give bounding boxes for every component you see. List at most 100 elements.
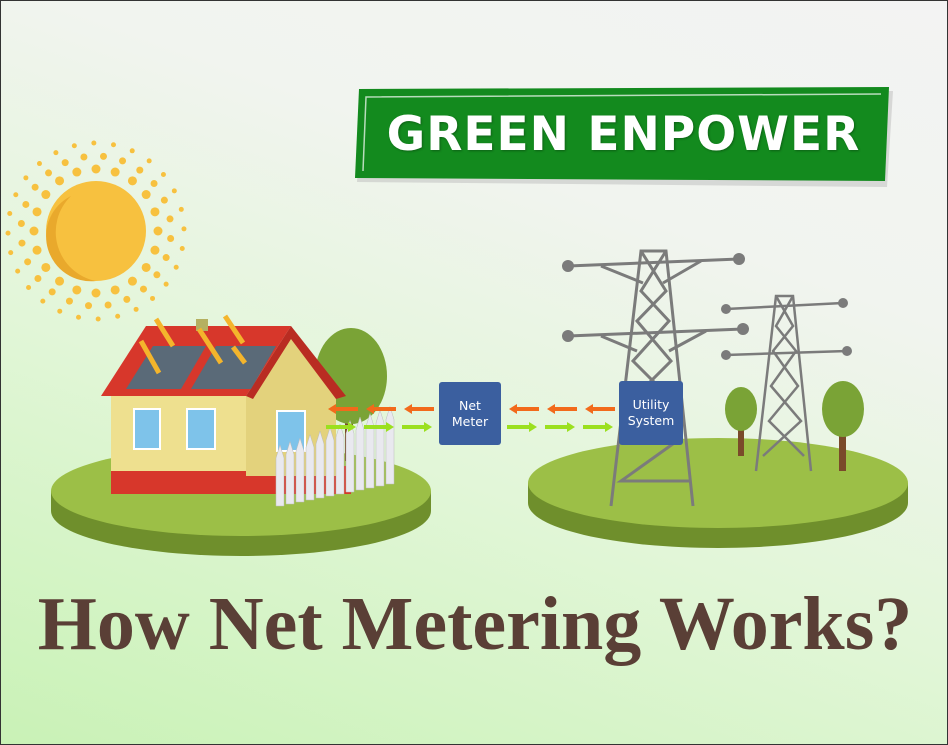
sun-ray: [31, 183, 39, 191]
sun-ray: [36, 161, 42, 167]
sun-ray: [160, 196, 168, 204]
sun-ray: [150, 180, 158, 188]
sun-ray: [166, 215, 174, 223]
sun-ray: [181, 226, 187, 232]
fence-picket: [295, 437, 305, 503]
sun-icon: [5, 140, 187, 322]
sun-ray: [141, 262, 151, 272]
sun-ray: [139, 285, 147, 293]
logo-banner: [355, 87, 893, 187]
sun-ray: [110, 167, 120, 177]
sun-ray: [153, 226, 163, 236]
sun-ray: [55, 176, 65, 186]
sun-ray: [173, 264, 179, 270]
import-arrow: [583, 422, 613, 432]
sun-ray: [32, 207, 42, 217]
import-arrow: [326, 422, 356, 432]
sun-ray: [13, 192, 19, 198]
export-arrow: [328, 404, 358, 414]
sun-ray: [136, 166, 144, 174]
sun-ray: [72, 167, 82, 177]
sun-ray: [115, 313, 121, 319]
sun-ray: [91, 164, 101, 174]
export-arrow: [509, 404, 539, 414]
power-tower-icon: [725, 294, 848, 472]
fence-picket: [375, 409, 385, 487]
sun-ray: [163, 281, 169, 287]
logo-text: GREEN ENPOWER: [386, 107, 861, 162]
import-arrow: [364, 422, 394, 432]
right-platform: [528, 438, 908, 548]
sun-ray: [171, 188, 177, 194]
fence-picket: [335, 423, 345, 495]
sun-ray: [65, 297, 73, 305]
sun-ray: [179, 245, 185, 251]
sun-ray: [91, 140, 97, 146]
sun-ray: [17, 220, 25, 228]
sun-ray: [129, 148, 135, 154]
export-arrow: [404, 404, 434, 414]
sun-ray: [48, 288, 56, 296]
fence-picket: [325, 426, 335, 497]
fence-picket: [385, 405, 395, 485]
sun-ray: [91, 288, 101, 298]
sun-ray: [7, 211, 13, 217]
import-arrow: [545, 422, 575, 432]
sun-ray: [104, 301, 112, 309]
sun-ray: [15, 268, 21, 274]
sun-ray: [150, 207, 160, 217]
sun-ray: [99, 152, 107, 160]
sun-ray: [76, 314, 82, 320]
sun-ray: [5, 230, 11, 236]
sun-ray: [71, 143, 77, 149]
sun-ray: [45, 169, 53, 177]
export-arrow: [585, 404, 615, 414]
net-meter-label-line1: Net: [459, 397, 481, 413]
sun-ray: [61, 159, 69, 167]
sun-ray: [24, 258, 32, 266]
sun-ray: [23, 175, 29, 181]
sun-ray: [110, 285, 120, 295]
utility-label-line1: Utility: [632, 397, 670, 412]
sun-ray: [146, 158, 152, 164]
utility-label-line2: System: [627, 413, 675, 428]
fence-picket: [315, 430, 325, 499]
sun-ray: [119, 157, 127, 165]
energy-flow-arrows: [326, 404, 615, 432]
sun-ray: [127, 176, 137, 186]
export-arrow: [366, 404, 396, 414]
sun-ray: [178, 206, 184, 212]
sun-ray: [32, 245, 42, 255]
fence-picket: [305, 433, 315, 501]
sun-ray: [160, 171, 166, 177]
fence-picket: [275, 444, 285, 507]
sun-ray: [55, 276, 65, 286]
utility-system-box: Utility System: [619, 381, 683, 445]
sun-ray: [8, 250, 14, 256]
import-arrow: [402, 422, 432, 432]
sun-ray: [150, 245, 160, 255]
sun-ray: [41, 190, 51, 200]
sun-ray: [22, 200, 30, 208]
fence-picket: [365, 412, 375, 489]
sun-ray: [40, 298, 46, 304]
net-meter-box: Net Meter: [439, 382, 501, 445]
sun-ray: [162, 254, 170, 262]
sun-ray: [127, 276, 137, 286]
fence-picket: [355, 416, 365, 491]
sun-ray: [80, 153, 88, 161]
sun-ray: [72, 285, 82, 295]
sun-ray: [153, 271, 161, 279]
fence-picket: [345, 419, 355, 493]
sun-ray: [85, 302, 93, 310]
sun-ray: [29, 226, 39, 236]
sun-ray: [167, 234, 175, 242]
sun-ray: [95, 316, 101, 322]
sun-ray: [110, 142, 116, 148]
sun-ray: [26, 285, 32, 291]
sun-ray: [57, 308, 63, 314]
sun-ray: [41, 262, 51, 272]
fence-icon: [275, 405, 395, 507]
